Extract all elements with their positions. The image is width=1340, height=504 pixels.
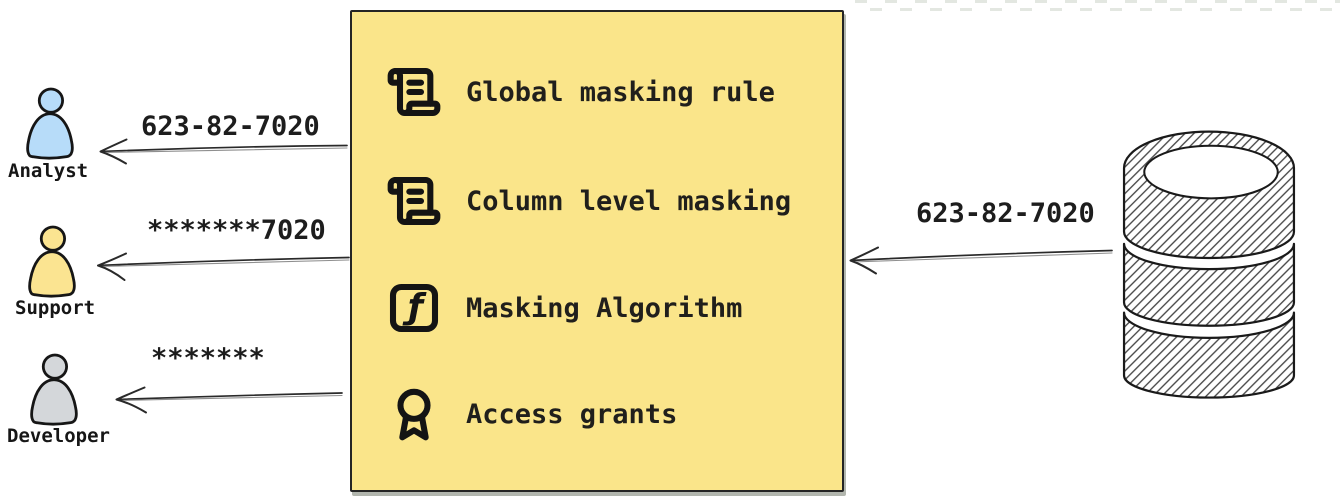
masking-box-item: Access grants [386,385,677,443]
developer-person-icon [30,353,78,426]
top-dashed-decoration [870,8,1340,11]
database-icon [1122,130,1296,399]
arrow-label-analyst: 623-82-7020 [141,111,320,142]
scroll-text-icon [387,176,441,226]
masking-box-item: ƒ Masking Algorithm [386,279,742,337]
function-glyph: ƒ [402,288,427,328]
scroll-text-icon [387,67,441,117]
persona-label-support: Support [15,297,96,319]
masking-item-label: Column level masking [466,185,792,217]
masking-box-item: Column level masking [386,172,791,230]
arrow-to-support [97,252,350,281]
masking-rules-box: Global masking rule Column level masking… [350,10,844,492]
masking-item-label: Masking Algorithm [466,292,743,324]
arrow-to-analyst [99,138,348,165]
persona-support [24,224,80,300]
arrow-label-support: *******7020 [147,215,326,246]
persona-analyst [22,86,78,162]
analyst-person-icon [26,87,74,160]
persona-label-developer: Developer [7,425,110,447]
function-square-icon: ƒ [389,283,439,333]
arrow-database-to-box [849,246,1113,275]
persona-label-analyst: Analyst [8,160,89,182]
masking-item-label: Access grants [466,398,678,430]
persona-developer [26,352,82,428]
arrow-label-database: 623-82-7020 [916,198,1095,229]
arrow-to-developer [115,386,343,414]
award-icon [397,388,431,441]
support-person-icon [28,225,76,298]
masking-item-label: Global masking rule [466,76,775,108]
masking-box-item: Global masking rule [386,63,775,121]
top-dashed-decoration [855,0,1340,3]
arrow-label-developer: ******* [151,343,265,374]
